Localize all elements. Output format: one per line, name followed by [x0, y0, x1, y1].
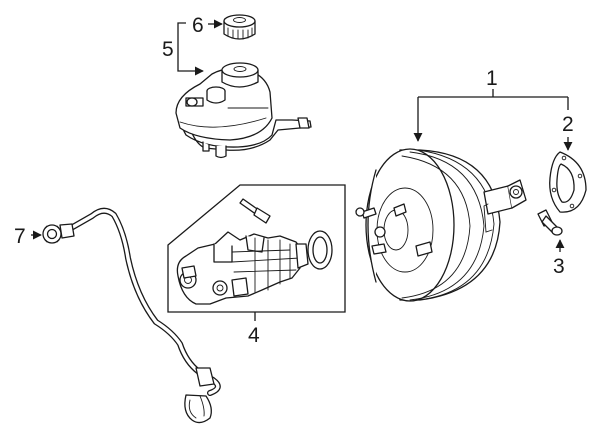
callout-4: 4	[248, 324, 260, 347]
master-cylinder-pin	[239, 198, 271, 224]
callout-5: 5	[162, 38, 174, 61]
brake-line	[59, 207, 221, 424]
callout-3: 3	[553, 255, 565, 278]
grommet	[42, 224, 62, 244]
master-cylinder	[176, 231, 309, 305]
master-cylinder-kit-box	[167, 184, 346, 313]
brake-booster	[355, 148, 527, 302]
callout-2: 2	[562, 113, 574, 136]
callout-7: 7	[14, 225, 26, 248]
reservoir-cap	[223, 14, 256, 40]
callout-1: 1	[486, 67, 498, 90]
booster-stud	[537, 209, 563, 236]
booster-gasket	[549, 151, 587, 213]
master-cylinder-seal	[307, 230, 333, 270]
brake-fluid-reservoir	[175, 62, 312, 159]
callout-6: 6	[192, 14, 204, 37]
